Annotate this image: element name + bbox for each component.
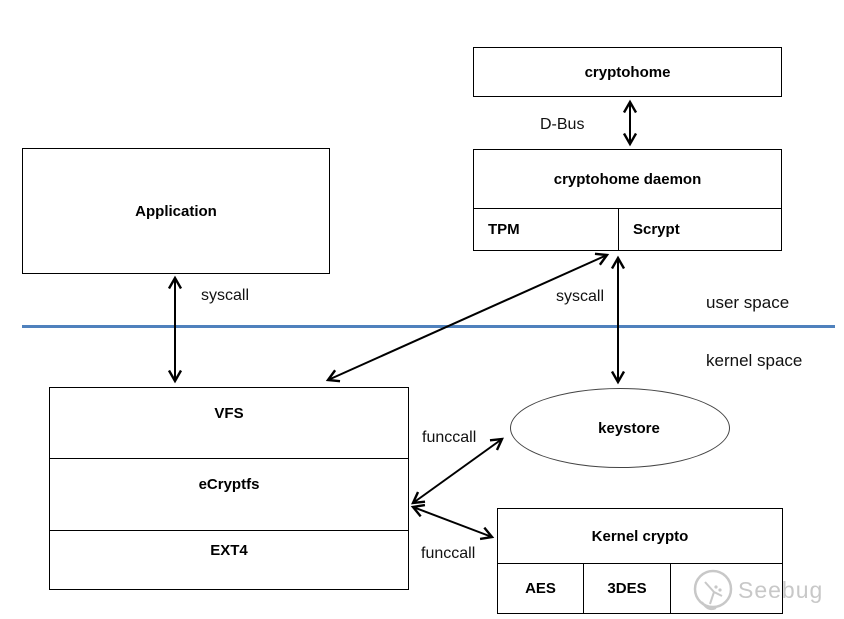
aes-cell: AES — [498, 564, 584, 613]
kernel-crypto-cells: AES 3DES — [498, 564, 782, 613]
filesystem-stack-box: VFS eCryptfs EXT4 — [49, 387, 409, 590]
kernel-crypto-label: Kernel crypto — [591, 527, 689, 545]
funccall-top-label: funccall — [422, 429, 477, 446]
kernel-crypto-box: Kernel crypto AES 3DES — [497, 508, 783, 614]
seebug-watermark: Seebug — [692, 568, 823, 612]
user-space-label: user space — [706, 293, 790, 312]
cryptohome-box: cryptohome — [473, 47, 782, 97]
cryptohome-label: cryptohome — [584, 63, 671, 81]
cryptohome-daemon-label: cryptohome daemon — [553, 170, 702, 188]
daemon-vfs-syscall-arrow — [325, 252, 610, 383]
ecryptfs-label: eCryptfs — [198, 476, 260, 493]
keystore-label: keystore — [598, 419, 660, 437]
kernel-space-label: kernel space — [706, 351, 803, 370]
keystore-ellipse: keystore — [510, 388, 730, 468]
ecryptfs-row: eCryptfs — [50, 459, 408, 531]
syscall-right-label: syscall — [556, 288, 605, 305]
scrypt-cell: Scrypt — [619, 209, 781, 250]
cryptohome-daemon-box: cryptohome daemon TPM Scrypt — [473, 149, 782, 251]
seebug-watermark-text: Seebug — [738, 576, 824, 603]
aes-label: AES — [525, 580, 556, 597]
user-kernel-divider-line — [22, 325, 835, 328]
cryptohome-daemon-header: cryptohome daemon — [474, 150, 781, 209]
ecryptfs-keystore-funccall-arrow — [411, 437, 504, 505]
application-box: Application — [22, 148, 330, 274]
ext4-row: EXT4 — [50, 531, 408, 589]
3des-label: 3DES — [607, 580, 647, 597]
kernel-crypto-header: Kernel crypto — [498, 509, 782, 564]
seebug-logo-icon — [693, 569, 733, 611]
tpm-cell: TPM — [474, 209, 619, 250]
cryptohome-daemon-cells: TPM Scrypt — [474, 209, 781, 250]
application-label: Application — [135, 202, 217, 220]
scrypt-label: Scrypt — [633, 221, 680, 238]
syscall-left-label: syscall — [201, 287, 250, 304]
vfs-row: VFS — [50, 388, 408, 459]
ecryptfs-kernelcrypto-funccall-arrow — [410, 503, 495, 541]
tpm-label: TPM — [488, 221, 520, 238]
dbus-label: D-Bus — [540, 116, 585, 133]
vfs-label: VFS — [214, 404, 244, 422]
ext4-label: EXT4 — [210, 541, 248, 559]
3des-cell: 3DES — [584, 564, 671, 613]
funccall-bottom-label: funccall — [421, 545, 476, 562]
